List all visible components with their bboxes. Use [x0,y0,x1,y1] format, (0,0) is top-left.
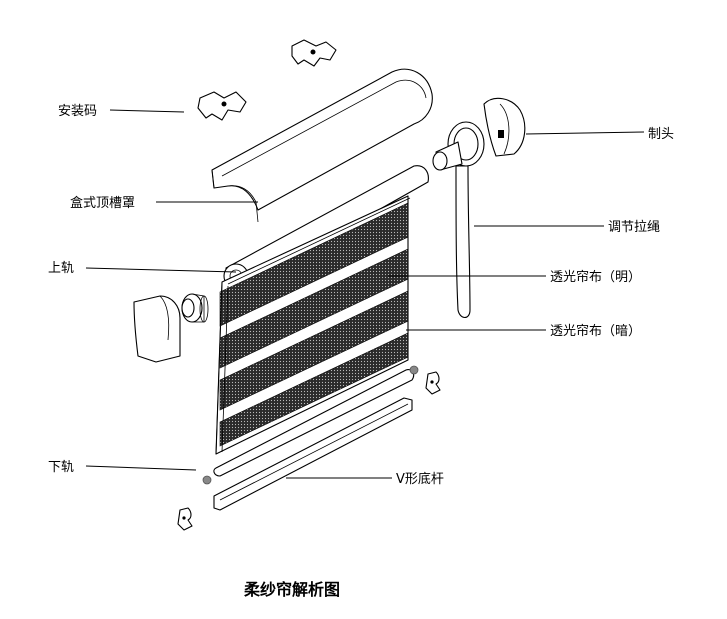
bottom-clip-left [177,507,193,531]
label-mount-code: 安装码 [58,104,97,119]
roller-end [181,293,209,323]
v-bottom-bar [213,397,413,511]
lower-rail [213,369,415,477]
label-control-head: 制头 [648,127,674,142]
label-upper-rail: 上轨 [48,261,74,276]
mounting-bracket [197,91,247,121]
label-box-cover: 盒式顶槽罩 [70,195,135,211]
label-sheer-dark: 透光帘布（暗） [550,323,641,339]
clutch-wheel [432,121,485,171]
label-sheer-light: 透光帘布（明） [550,269,641,285]
label-lower-rail: 下轨 [48,460,74,475]
control-head [483,97,526,157]
mounting-bracket-top [291,39,337,67]
screw-right [409,365,419,375]
diagram-title: 柔纱帘解析图 [243,580,340,599]
box-cover [211,68,433,223]
bottom-clip-right [425,371,441,395]
label-pull-cord: 调节拉绳 [608,220,660,235]
end-cap-left [133,295,181,363]
fabric-left-edge [215,281,229,455]
pull-cord [455,165,471,319]
label-v-bottom-bar: V形底杆 [396,471,444,487]
leader-lines [85,109,645,479]
sheer-fabric-dark-stripes [219,202,409,447]
screw-left [202,475,212,485]
